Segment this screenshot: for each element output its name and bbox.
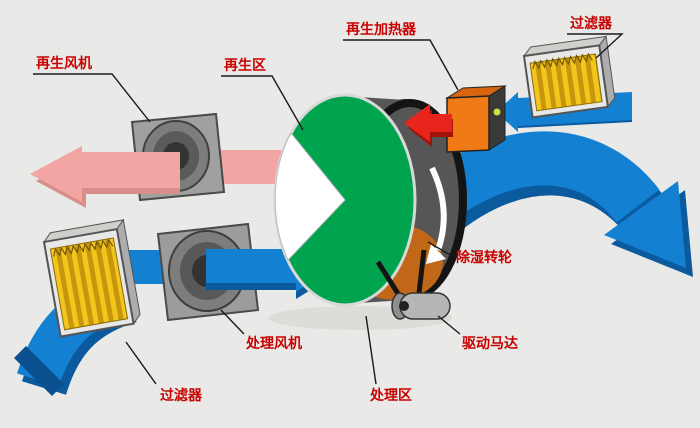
label-regen-zone-text: 再生区: [224, 57, 266, 74]
hot-air-arrowhead: [404, 104, 430, 142]
leader-filter-bottom: [125, 341, 157, 385]
dry-air-arrow-body: [422, 131, 660, 224]
leader-process-zone: [365, 315, 377, 385]
heater-indicator-dot: [492, 107, 502, 117]
label-process-zone: 处理区: [365, 315, 412, 404]
process-filter-media: [49, 237, 129, 331]
label-filter-bottom-text: 过滤器: [160, 387, 203, 404]
label-drive-motor: 驱动马达: [437, 315, 518, 352]
heater-side-face: [488, 85, 506, 151]
label-wheel-text: 除湿转轮: [456, 249, 512, 266]
hot-air-arrow-body: [430, 114, 452, 132]
label-regen-fan: 再生风机: [33, 55, 151, 123]
leader-filter-top: [567, 33, 624, 59]
leader-regen-fan: [33, 73, 151, 123]
label-regen-zone: 再生区: [221, 57, 304, 131]
label-regen-heater-text: 再生加热器: [346, 21, 417, 38]
label-filter-bottom: 过滤器: [125, 341, 203, 404]
leader-drive-motor: [437, 315, 461, 335]
regen-exhaust-arrow-body: [82, 152, 180, 188]
leader-process-fan: [220, 309, 245, 335]
label-process-zone-text: 处理区: [369, 387, 412, 404]
label-filter-top-text: 过滤器: [570, 15, 613, 32]
drive-motor: [375, 249, 451, 320]
label-wheel: 除湿转轮: [427, 241, 512, 266]
regen-filter-pleat-zigzag: [532, 52, 593, 70]
label-drive-motor-text: 驱动马达: [462, 335, 518, 352]
heater-front-face: [446, 95, 490, 153]
regen-filter: [522, 35, 616, 119]
label-process-fan-text: 处理风机: [245, 335, 302, 352]
dry-air-arrowhead: [604, 181, 686, 268]
leader-wheel: [427, 241, 453, 257]
wheel-rotation-arrow: [429, 166, 447, 251]
wheel-regen-sector: [274, 132, 346, 261]
wheel-rotation-arrowhead: [426, 244, 446, 264]
label-filter-top: 过滤器: [567, 15, 624, 59]
process-filter-pleat-zigzag: [53, 238, 114, 257]
regen-exhaust-arrow: [30, 146, 180, 208]
desiccant-wheel: [273, 93, 467, 320]
leader-regen-zone: [221, 75, 304, 131]
leader-regen-heater: [343, 39, 459, 91]
process-air-arrow-body: [206, 249, 296, 283]
regen-exhaust-arrowhead: [30, 146, 82, 202]
label-regen-heater: 再生加热器: [343, 21, 459, 91]
process-filter: [42, 218, 141, 338]
label-process-fan: 处理风机: [220, 309, 302, 352]
regen-filter-media: [529, 53, 603, 112]
hot-air-arrow: [404, 104, 453, 147]
dry-air-outlet-arrow: [422, 131, 693, 277]
label-regen-fan-text: 再生风机: [36, 55, 92, 72]
regen-heater: [445, 85, 507, 153]
inlet-duct-opening: [14, 346, 64, 396]
motor-pulley: [399, 301, 409, 311]
regen-duct-arrowhead: [496, 92, 518, 132]
